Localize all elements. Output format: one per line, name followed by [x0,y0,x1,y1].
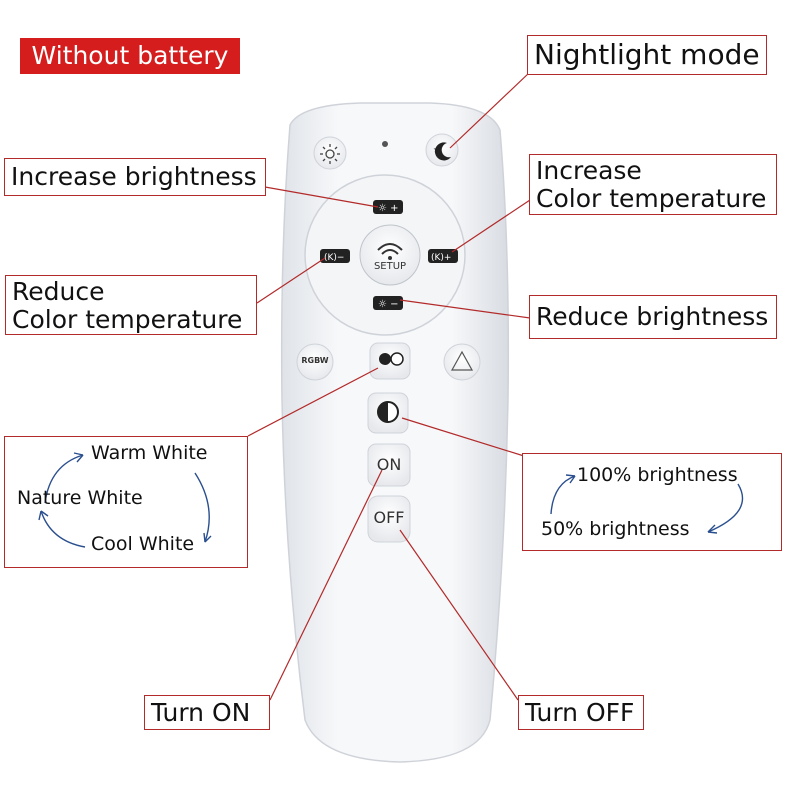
increase-ct-line1: Increase [536,156,642,185]
setup-button[interactable]: SETUP [373,261,407,272]
brightness-100-label: 100% brightness [577,464,738,486]
brightness-cycle-panel: 100% brightness 50% brightness [522,453,782,551]
nightlight-mode-label: Nightlight mode [527,35,767,75]
reduce-brightness-label: Reduce brightness [529,295,777,339]
brightness-arrows-icon [550,474,744,534]
wifi-icon [377,243,403,255]
leader-lines [247,71,531,701]
temp-up-icon [428,249,458,263]
warm-white-label: Warm White [91,442,208,464]
temp-down-icon [320,249,350,263]
rgbw-button[interactable]: RGBW [301,356,329,365]
recycle-icon [450,350,474,371]
off-button[interactable]: OFF [373,508,405,527]
setup-button-shape [359,224,421,286]
k-icon [390,352,404,366]
svg-text:☼ +: ☼ + [378,203,399,214]
on-button[interactable]: ON [376,455,402,474]
reduce-color-temperature-label: Reduce Color temperature [5,275,257,335]
increase-color-temperature-label: Increase Color temperature [529,154,777,215]
reduce-ct-line1: Reduce [12,277,105,306]
without-battery-badge: Without battery [20,38,240,74]
sun-icon [320,144,340,164]
cool-white-label: Cool White [91,533,195,555]
on-button-shape [367,443,411,487]
nightlight-button-shape [313,136,347,170]
moon-icon [434,142,451,161]
turn-on-label: Turn ON [144,695,270,730]
recycle-button-shape [443,343,481,381]
bright-up-icon [373,200,403,214]
svg-text:☼ −: ☼ − [378,299,399,310]
nature-white-label: Nature White [17,487,143,509]
rgbw-button-shape [296,343,334,381]
cycle-arrows-icon [38,452,212,548]
increase-ct-line2: Color temperature [536,184,767,213]
ir-dot [382,141,388,147]
svg-text:(K)−: (K)− [324,253,344,263]
brightness-50-label: 50% brightness [541,518,690,540]
increase-brightness-label: Increase brightness [4,158,266,196]
moon-button-shape [425,133,459,167]
svg-text:(K)+: (K)+ [431,253,451,263]
svg-text:★: ★ [433,145,440,154]
bright-down-icon [373,296,403,310]
turn-off-label: Turn OFF [518,695,644,730]
half-circle-icon [378,402,388,422]
off-button-shape [367,495,411,543]
color-cycle-panel: Warm White Nature White Cool White [4,436,248,568]
reduce-ct-line2: Color temperature [12,305,243,334]
